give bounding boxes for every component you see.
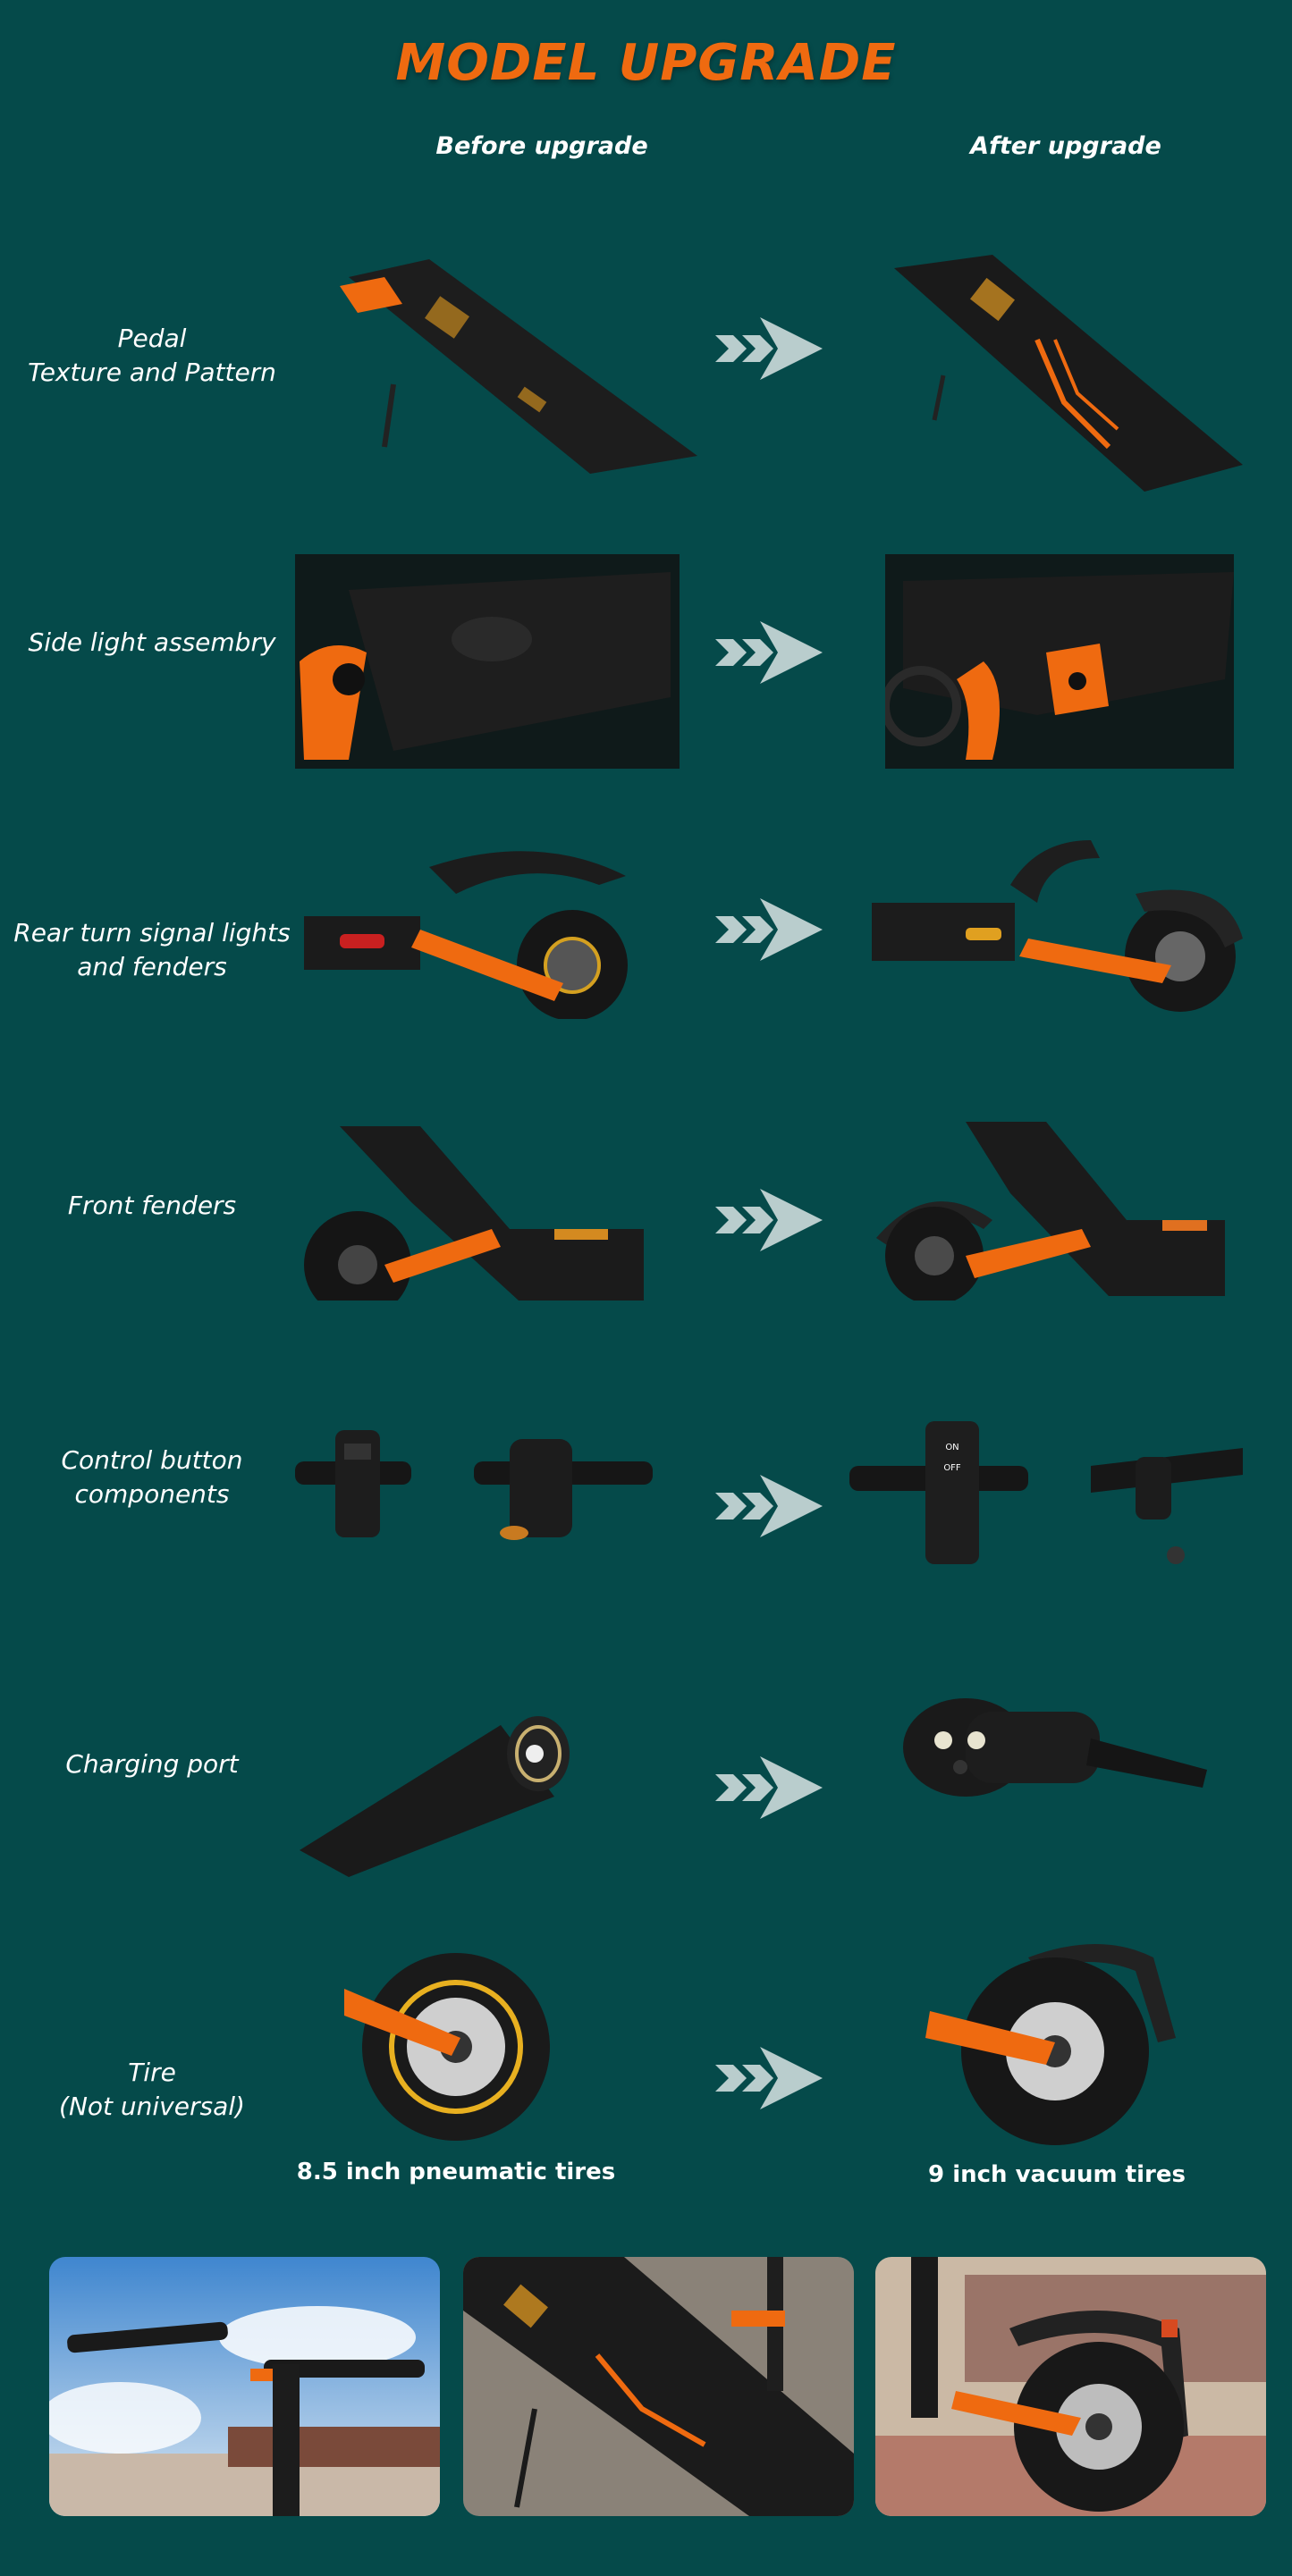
- svg-text:OFF: OFF: [943, 1463, 961, 1473]
- photo-rear-wheel: [875, 2257, 1266, 2516]
- svg-text:ON: ON: [945, 1443, 958, 1452]
- comparison-row-tire: Tire(Not universal) 8.5 inch pneumatic t…: [0, 1922, 1292, 2199]
- upgrade-arrow-icon: [715, 621, 823, 684]
- before-upgrade-heading: Before upgrade: [435, 132, 648, 160]
- charging-port-after-image: [903, 1698, 1207, 1797]
- page-title: MODEL UPGRADE: [395, 34, 897, 92]
- upgrade-arrow-icon: [715, 1756, 823, 1819]
- rear-fender-before-image: [304, 851, 628, 1019]
- tire-after-caption: 9 inch vacuum tires: [928, 2161, 1186, 2188]
- tire-before-image: [344, 1953, 550, 2141]
- comparison-row-charging-port: Charging port: [0, 1680, 1292, 1895]
- control-buttons-after-image: ON OFF: [849, 1421, 1243, 1564]
- charging-port-before-image: [300, 1716, 570, 1877]
- photo-handlebar: [49, 2257, 440, 2516]
- tire-before-caption: 8.5 inch pneumatic tires: [296, 2159, 616, 2185]
- side-light-after-image: [885, 554, 1234, 769]
- comparison-row-front-fenders: Front fenders: [0, 1113, 1292, 1327]
- row-label: Charging port: [65, 1749, 239, 1779]
- row-label: Side light assembry: [28, 627, 276, 657]
- pedal-before-image: [340, 259, 697, 474]
- upgrade-arrow-icon: [715, 1189, 823, 1251]
- upgrade-arrow-icon: [715, 317, 823, 380]
- upgrade-arrow-icon: [715, 1475, 823, 1537]
- front-fender-after-image: [876, 1122, 1225, 1301]
- after-upgrade-heading: After upgrade: [970, 132, 1161, 160]
- side-light-before-image: [295, 554, 680, 769]
- rear-fender-after-image: [872, 840, 1243, 1012]
- control-buttons-before-image: [295, 1430, 653, 1540]
- tire-after-image: [925, 1944, 1176, 2145]
- front-fender-before-image: [304, 1126, 644, 1301]
- comparison-row-side-light: Side light assembry: [0, 545, 1292, 778]
- upgrade-arrow-icon: [715, 898, 823, 961]
- row-label: Front fenders: [67, 1191, 237, 1220]
- pedal-after-image: [894, 255, 1243, 492]
- upgrade-arrow-icon: [715, 2047, 823, 2109]
- photo-deck: [463, 2257, 854, 2516]
- row-label: Tire(Not universal): [59, 2058, 245, 2121]
